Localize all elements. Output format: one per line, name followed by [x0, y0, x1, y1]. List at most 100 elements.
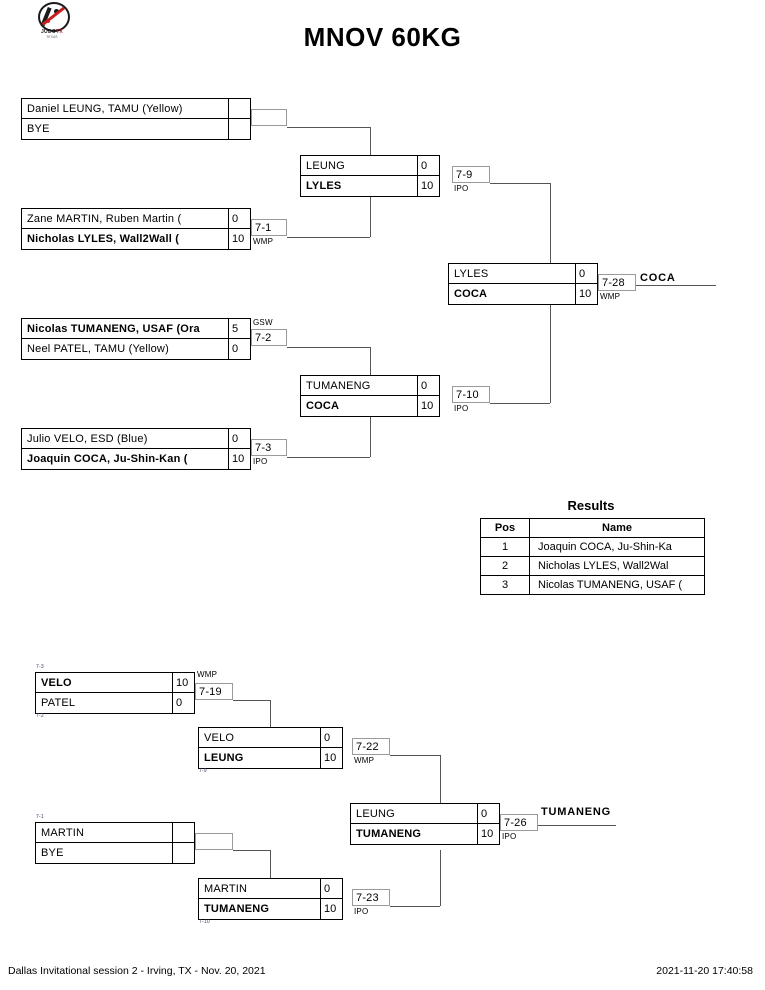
match-box-rep-3[interactable]: VELO 0 LEUNG 10	[198, 727, 343, 769]
event-logo: JUDOTX TEXAS	[30, 2, 74, 39]
match-slot-bottom: BYE	[22, 119, 250, 139]
match-box-r1-3[interactable]: Nicolas TUMANENG, USAF (Ora 5 Neel PATEL…	[21, 318, 251, 360]
match-box-rep-final[interactable]: LEUNG 0 TUMANENG 10	[350, 803, 500, 845]
match-slot-top: Julio VELO, ESD (Blue) 0	[22, 429, 250, 449]
match-box-r1-4[interactable]: Julio VELO, ESD (Blue) 0 Joaquin COCA, J…	[21, 428, 251, 470]
connector-line	[370, 347, 371, 389]
match-slot-top: LEUNG 0	[351, 804, 499, 824]
results-heading: Results	[567, 498, 615, 513]
match-result-code: IPO	[454, 404, 469, 413]
match-slot-top: MARTIN 0	[199, 879, 342, 899]
results-col-pos: Pos	[480, 518, 530, 538]
connector-line	[270, 850, 271, 898]
match-box-r1-2[interactable]: Zane MARTIN, Ruben Martin ( 0 Nicholas L…	[21, 208, 251, 250]
match-slot-bottom: COCA 10	[449, 284, 597, 304]
match-id-tag-rep-1: 7-19	[195, 683, 233, 700]
match-box-r1-1[interactable]: Daniel LEUNG, TAMU (Yellow) BYE	[21, 98, 251, 140]
connector-line	[370, 416, 371, 457]
match-result-code: GSW	[253, 318, 273, 327]
match-slot-bottom: TUMANENG 10	[199, 899, 342, 919]
match-result-code: IPO	[454, 184, 469, 193]
connector-line	[370, 127, 371, 169]
connector-line	[390, 906, 440, 907]
match-result-code: IPO	[253, 457, 268, 466]
connector-line	[287, 127, 370, 128]
connector-line	[538, 825, 616, 826]
page-title: MNOV 60KG	[303, 22, 462, 52]
repechage-winner-name: TUMANENG	[541, 806, 611, 818]
connector-line	[233, 700, 270, 701]
connector-line	[287, 237, 370, 238]
connector-line	[370, 196, 371, 237]
match-box-sf-1[interactable]: LEUNG 0 LYLES 10	[300, 155, 440, 197]
connector-line	[490, 183, 550, 184]
table-row: 3 Nicolas TUMANENG, USAF (	[480, 575, 705, 595]
footer-event-info: Dallas Invitational session 2 - Irving, …	[8, 965, 266, 977]
match-slot-bottom: TUMANENG 10	[351, 824, 499, 844]
match-box-rep-4[interactable]: MARTIN 0 TUMANENG 10	[198, 878, 343, 920]
connector-line	[636, 285, 716, 286]
match-box-rep-1[interactable]: VELO 10 PATEL 0	[35, 672, 195, 714]
result-pos: 3	[480, 575, 530, 595]
match-slot-top: Zane MARTIN, Ruben Martin ( 0	[22, 209, 250, 229]
match-slot-bottom: PATEL 0	[36, 693, 194, 713]
match-id-tag-rep-final: 7-26	[500, 814, 538, 831]
connector-line	[233, 850, 270, 851]
match-slot-top: LYLES 0	[449, 264, 597, 284]
feeder-ref: 7-2	[36, 713, 44, 719]
table-row: 2 Nicholas LYLES, Wall2Wal	[480, 556, 705, 576]
match-result-code: WMP	[253, 237, 274, 246]
feeder-ref: 7-1	[36, 814, 44, 820]
match-slot-bottom: Neel PATEL, TAMU (Yellow) 0	[22, 339, 250, 359]
match-slot-top: MARTIN	[36, 823, 194, 843]
result-name: Nicholas LYLES, Wall2Wal	[529, 556, 705, 576]
logo-emblem-icon	[38, 2, 70, 32]
feeder-ref: 7-3	[36, 664, 44, 670]
feeder-ref: 7-9	[199, 768, 207, 774]
connector-line	[490, 403, 550, 404]
match-id-tag-r1-2: 7-1	[251, 219, 287, 236]
match-slot-top: VELO 10	[36, 673, 194, 693]
match-result-code: IPO	[502, 832, 517, 841]
connector-line	[440, 755, 441, 811]
logo-subtext: TEXAS	[46, 35, 58, 39]
results-header-row: Pos Name	[480, 518, 705, 538]
table-row: 1 Joaquin COCA, Ju-Shin-Ka	[480, 537, 705, 557]
match-slot-top: LEUNG 0	[301, 156, 439, 176]
match-box-final[interactable]: LYLES 0 COCA 10	[448, 263, 598, 305]
match-id-tag-rep-2	[195, 833, 233, 850]
match-result-code: IPO	[354, 907, 369, 916]
match-id-tag-r1-1	[251, 109, 287, 126]
match-result-code: WMP	[354, 756, 375, 765]
logo-wordmark: JUDOTX	[40, 29, 64, 35]
results-table: Pos Name 1 Joaquin COCA, Ju-Shin-Ka 2 Ni…	[480, 518, 705, 595]
footer-timestamp: 2021-11-20 17:40:58	[656, 965, 753, 977]
champion-name: COCA	[640, 272, 676, 284]
match-box-sf-2[interactable]: TUMANENG 0 COCA 10	[300, 375, 440, 417]
match-slot-top: Nicolas TUMANENG, USAF (Ora 5	[22, 319, 250, 339]
match-result-code: WMP	[600, 292, 621, 301]
connector-line	[440, 850, 441, 906]
match-id-tag-rep-3: 7-22	[352, 738, 390, 755]
match-id-tag-r1-3: 7-2	[251, 329, 287, 346]
match-slot-bottom: Joaquin COCA, Ju-Shin-Kan ( 10	[22, 449, 250, 469]
match-box-rep-2[interactable]: MARTIN BYE	[35, 822, 195, 864]
match-slot-top: Daniel LEUNG, TAMU (Yellow)	[22, 99, 250, 119]
result-pos: 1	[480, 537, 530, 557]
result-pos: 2	[480, 556, 530, 576]
result-name: Joaquin COCA, Ju-Shin-Ka	[529, 537, 705, 557]
match-id-tag-final: 7-28	[598, 274, 636, 291]
match-slot-top: VELO 0	[199, 728, 342, 748]
match-slot-bottom: Nicholas LYLES, Wall2Wall ( 10	[22, 229, 250, 249]
match-slot-bottom: BYE	[36, 843, 194, 863]
match-slot-bottom: LYLES 10	[301, 176, 439, 196]
connector-line	[550, 303, 551, 403]
match-id-tag-sf-2: 7-10	[452, 386, 490, 403]
match-id-tag-rep-4: 7-23	[352, 889, 390, 906]
result-name: Nicolas TUMANENG, USAF (	[529, 575, 705, 595]
match-result-code: WMP	[197, 670, 218, 679]
match-slot-top: TUMANENG 0	[301, 376, 439, 396]
feeder-ref: 7-10	[199, 919, 210, 925]
connector-line	[270, 700, 271, 747]
connector-line	[550, 183, 551, 284]
